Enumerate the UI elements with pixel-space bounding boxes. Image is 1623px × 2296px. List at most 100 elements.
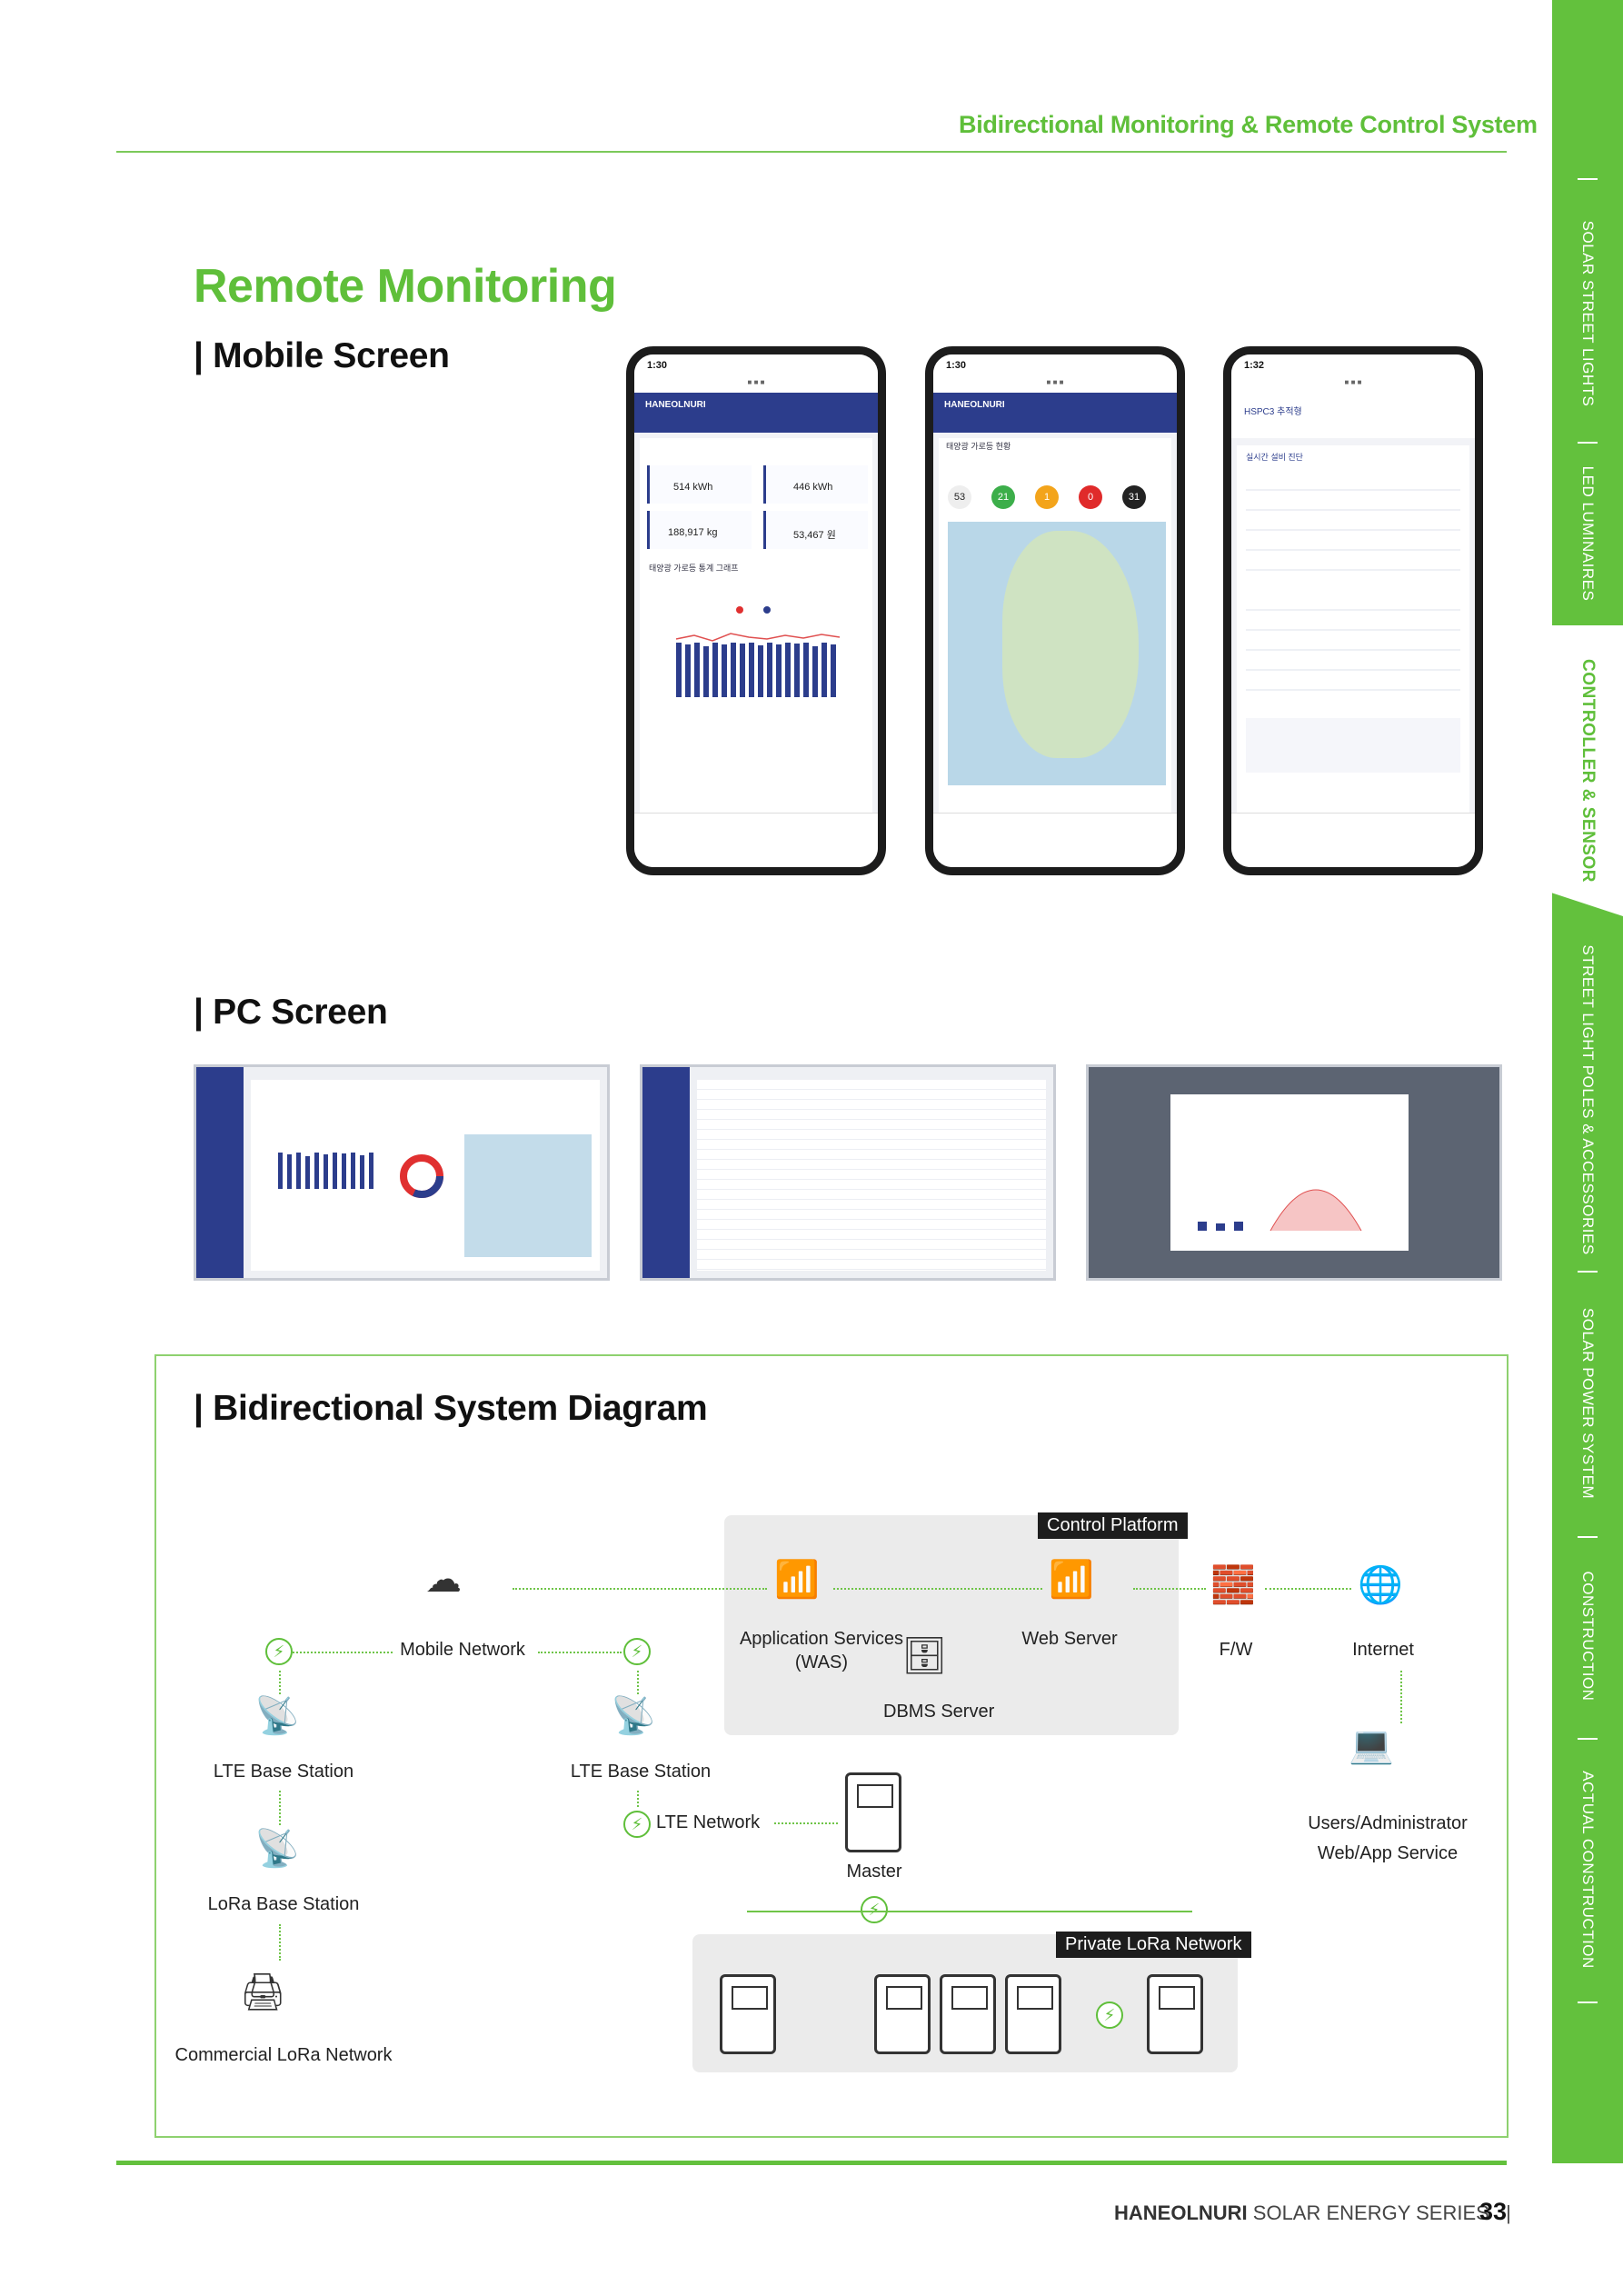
phone-bottom-nav <box>634 813 878 867</box>
stat-total-consumption: 446 kWh <box>763 465 868 504</box>
history-links[interactable] <box>1246 718 1460 773</box>
connector <box>747 1911 1192 1912</box>
phone-url-bar: ■ ■ ■ <box>1231 378 1475 393</box>
master-controller-icon <box>845 1772 901 1852</box>
tab-divider <box>1578 1271 1598 1273</box>
phone-status-bar: 1:30 <box>933 354 1177 378</box>
web-server-label: Web Server <box>1021 1629 1118 1649</box>
pc-screenshot-table <box>640 1064 1056 1281</box>
tab-solar-street-lights[interactable]: SOLAR STREET LIGHTS <box>1579 220 1597 407</box>
phone-mockup-map: 1:30 ■ ■ ■ HANEOLNURI 태양광 가로등 현황 53 21 1… <box>925 346 1185 875</box>
phone-status-bar: 1:30 <box>634 354 878 378</box>
count-fault: 31 <box>1122 485 1146 509</box>
node-controller-icon <box>1005 1974 1061 2054</box>
phone-bottom-nav <box>1231 813 1475 867</box>
node-controller-icon <box>1147 1974 1203 2054</box>
connector <box>279 1671 281 1694</box>
stat-total-generation: 514 kWh <box>647 465 752 504</box>
pc-detail-modal <box>1170 1094 1409 1251</box>
user-devices-icon: 💻 <box>1349 1725 1394 1765</box>
map-section-title: 태양광 가로등 현황 <box>946 442 1011 451</box>
bolt-icon: ⚡ <box>1096 2002 1123 2029</box>
fw-label: F/W <box>1219 1640 1253 1660</box>
tab-actual-construction[interactable]: ACTUAL CONSTRUCTION <box>1579 1771 1597 1969</box>
lte-base-station-label-1: LTE Base Station <box>213 1762 354 1782</box>
control-platform-panel <box>724 1515 1179 1735</box>
diagnosis-table <box>1246 471 1460 571</box>
database-server-icon: 🗄 <box>901 1636 948 1676</box>
tab-divider <box>1578 442 1598 444</box>
footer-divider <box>116 2161 1507 2165</box>
bolt-icon: ⚡ <box>623 1638 651 1665</box>
korea-map[interactable] <box>948 522 1166 785</box>
phone-mockup-dashboard: 1:30 ■ ■ ■ HANEOLNURI 514 kWh 446 kWh 18… <box>626 346 886 875</box>
bolt-icon: ⚡ <box>861 1896 888 1923</box>
count-total: 53 <box>948 485 971 509</box>
pc-main-area <box>251 1080 600 1271</box>
connector <box>293 1652 393 1653</box>
phone-detail-body: 실시간 설비 진단 <box>1237 445 1469 813</box>
mobile-network-label: Mobile Network <box>400 1640 525 1660</box>
internet-globe-icon: 🌐 <box>1358 1565 1403 1605</box>
tab-divider <box>1578 2002 1598 2003</box>
private-lora-label: Private LoRa Network <box>1056 1932 1251 1958</box>
connector <box>774 1822 838 1824</box>
diagnosis-title: 실시간 설비 진단 <box>1246 453 1303 462</box>
lte-network-label: LTE Network <box>656 1812 761 1832</box>
count-caution: 1 <box>1035 485 1059 509</box>
node-controller-icon <box>720 1974 776 2054</box>
phone-app-bar: HANEOLNURI <box>634 393 878 433</box>
mobile-heading: | Mobile Screen <box>194 336 450 375</box>
tab-street-light-poles[interactable]: STREET LIGHT POLES & ACCESSORIES <box>1579 944 1597 1255</box>
connector <box>279 1791 281 1825</box>
bolt-icon: ⚡ <box>623 1811 651 1838</box>
phone-mockup-detail: 1:32 ■ ■ ■ HSPC3 추적형 실시간 설비 진단 <box>1223 346 1483 875</box>
performance-table <box>1246 591 1460 700</box>
connector <box>637 1791 639 1807</box>
connector <box>1265 1588 1351 1590</box>
chart-section-title: 태양광 가로등 통계 그래프 <box>649 564 739 573</box>
connector <box>1400 1671 1402 1723</box>
count-warning: 0 <box>1079 485 1102 509</box>
antenna-icon: 📡 <box>254 1696 300 1736</box>
webapp-label: Web/App Service <box>1317 1843 1459 1863</box>
detail-title: HSPC3 추적형 <box>1231 393 1475 438</box>
header-divider <box>116 151 1507 153</box>
system-diagram-box: | Bidirectional System Diagram Control P… <box>154 1354 1508 2138</box>
page-header-title: Bidirectional Monitoring & Remote Contro… <box>959 111 1538 138</box>
master-label: Master <box>846 1862 902 1882</box>
pc-heading: | PC Screen <box>194 993 388 1032</box>
pc-sidebar <box>642 1067 690 1278</box>
category-sidebar: SOLAR STREET LIGHTS LED LUMINAIRES CONTR… <box>1552 0 1623 2163</box>
tab-solar-power-system[interactable]: SOLAR POWER SYSTEM <box>1579 1307 1597 1500</box>
stat-savings: 53,467 원 <box>763 511 868 549</box>
router-icon: 📶 <box>1049 1560 1094 1600</box>
antenna-icon: 📡 <box>254 1829 300 1869</box>
phone-bar-chart <box>675 606 841 697</box>
phone-bottom-nav <box>933 813 1177 867</box>
tab-construction[interactable]: CONSTRUCTION <box>1579 1571 1597 1702</box>
antenna-icon: 📡 <box>611 1696 656 1736</box>
dbms-label: DBMS Server <box>883 1702 995 1722</box>
tab-controller-sensor[interactable]: CONTROLLER & SENSOR <box>1552 625 1623 916</box>
app-services-label: Application Services <box>739 1629 904 1649</box>
connector <box>637 1671 639 1694</box>
phone-status-bar: 1:32 <box>1231 354 1475 378</box>
cloud-network-icon: ☁ <box>425 1560 462 1600</box>
pc-screenshot-dashboard <box>194 1064 610 1281</box>
footer-series: HANEOLNURI SOLAR ENERGY SERIES | <box>1114 2201 1511 2224</box>
stat-co2: 188,917 kg <box>647 511 752 549</box>
bolt-icon: ⚡ <box>265 1638 293 1665</box>
pc-sidebar <box>196 1067 244 1278</box>
pc-main-area <box>697 1080 1046 1271</box>
connector <box>279 1924 281 1961</box>
connector <box>1133 1588 1206 1590</box>
pc-dashboard-graphic <box>278 1134 592 1257</box>
commercial-lora-label: Commercial LoRa Network <box>174 2045 393 2065</box>
tab-divider <box>1578 1738 1598 1740</box>
phone-map-body: 태양광 가로등 현황 53 21 1 0 31 <box>939 438 1171 813</box>
tab-led-luminaires[interactable]: LED LUMINAIRES <box>1579 465 1597 602</box>
firewall-icon: 🧱 <box>1210 1565 1256 1605</box>
node-controller-icon <box>940 1974 996 2054</box>
phone-dashboard-body: 514 kWh 446 kWh 188,917 kg 53,467 원 태양광 … <box>640 438 872 813</box>
